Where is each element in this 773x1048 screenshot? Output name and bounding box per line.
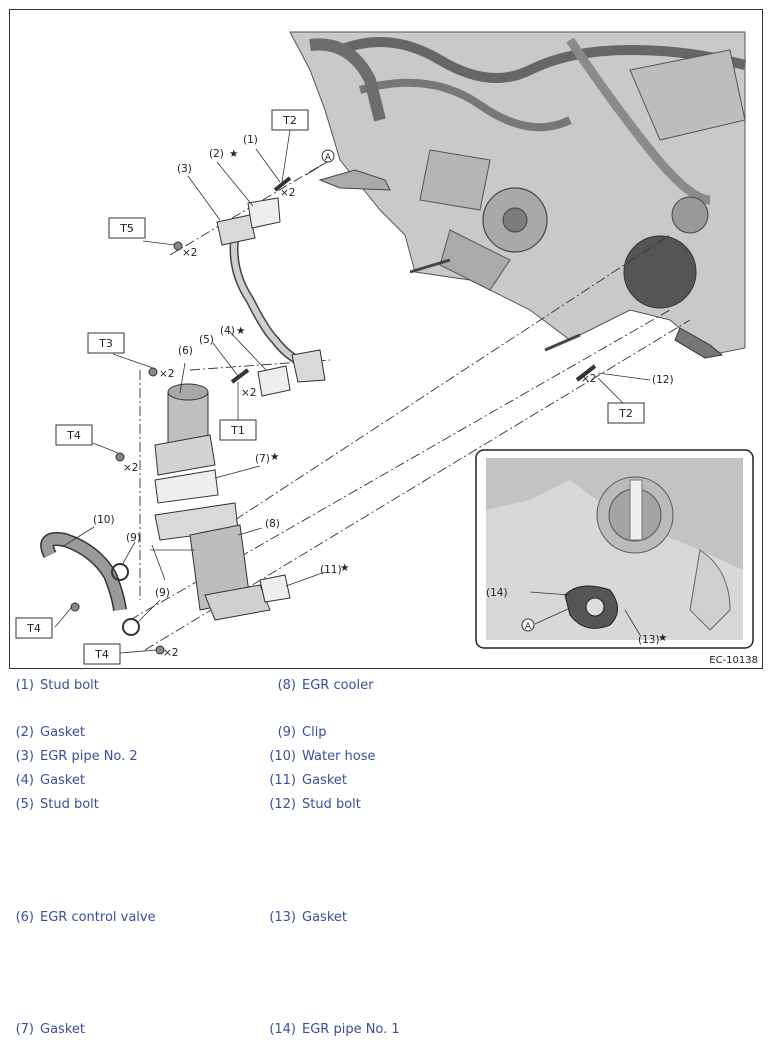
svg-text:T4: T4 (26, 622, 41, 635)
legend-item-7: (7)Gasket (15, 1022, 85, 1037)
callout-12: (12) (652, 374, 674, 386)
qty-x2-5: ×2 (241, 387, 256, 399)
legend-item-6: (6)EGR control valve (15, 910, 156, 925)
legend-item-13: (13)Gasket (269, 910, 347, 925)
leader-lines (54, 129, 651, 654)
torque-box-t5: T5 (108, 217, 146, 239)
qty-x2-1: ×2 (280, 187, 295, 199)
callout-8: (8) (265, 518, 280, 530)
legend-item-11: (11)Gasket (269, 773, 347, 788)
clip-9b (122, 618, 140, 636)
legend-item-10: (10)Water hose (269, 749, 376, 764)
qty-x2-t3: ×2 (159, 368, 174, 380)
torque-box-t4-left: T4 (55, 424, 93, 446)
legend-item-14: (14)EGR pipe No. 1 (269, 1022, 400, 1037)
star-7: ★ (270, 451, 279, 463)
legend-item-12: (12)Stud bolt (269, 797, 361, 812)
legend-item-5: (5)Stud bolt (15, 797, 99, 812)
torque-box-t4-bottom-left: T4 (15, 617, 53, 639)
legend-item-1: (1)Stud bolt (15, 678, 99, 693)
svg-text:T2: T2 (618, 407, 633, 420)
gasket-11 (259, 574, 291, 603)
torque-box-t2-top: T2 (271, 109, 309, 131)
callout-5: (5) (199, 334, 214, 346)
qty-x2-t5: ×2 (182, 247, 197, 259)
star-4: ★ (236, 325, 245, 337)
svg-text:T3: T3 (98, 337, 113, 350)
callout-9-upper: (9) (126, 532, 141, 544)
stud-bolt-5 (230, 368, 250, 384)
callout-14: (14) (486, 587, 508, 599)
svg-text:A: A (325, 153, 332, 163)
parts-diagram: T2 T5 T3 T4 T1 T2 T4 T4 (1) (2) ★ (3) (4… (15, 31, 754, 665)
exploded-view-figure: T2 T5 T3 T4 T1 T2 T4 T4 (1) (2) ★ (3) (4… (9, 9, 763, 669)
torque-box-t1: T1 (219, 419, 257, 441)
qty-x2-12: ×2 (581, 373, 596, 385)
stud-bolt-1 (273, 176, 292, 192)
svg-text:T4: T4 (94, 648, 109, 661)
gasket-2 (247, 197, 281, 229)
stud-bolt-12 (575, 364, 597, 382)
svg-text:T4: T4 (66, 429, 81, 442)
callout-11: (11) (320, 564, 342, 576)
gasket-4 (257, 365, 291, 397)
callout-7: (7) (255, 453, 270, 465)
star-13: ★ (658, 632, 667, 644)
reference-a-marker: A (321, 149, 335, 163)
callout-1: (1) (243, 134, 258, 146)
star-2: ★ (229, 148, 238, 160)
legend-item-8: (8)EGR cooler (277, 678, 374, 693)
callout-6: (6) (178, 345, 193, 357)
callout-3: (3) (177, 163, 192, 175)
inset-detail: (14) (13) ★ A (475, 449, 754, 649)
torque-box-t2-right: T2 (607, 402, 645, 424)
legend-item-3: (3)EGR pipe No. 2 (15, 749, 138, 764)
qty-x2-t4-bottom: ×2 (163, 647, 178, 659)
gasket-7 (154, 469, 219, 504)
svg-text:T2: T2 (282, 114, 297, 127)
figure-code: EC-10138 (709, 655, 758, 666)
egr-cooler (189, 524, 271, 621)
qty-x2-t4: ×2 (123, 462, 138, 474)
legend-item-2: (2)Gasket (15, 725, 85, 740)
bolts (70, 241, 183, 655)
callout-2: (2) (209, 148, 224, 160)
svg-text:A: A (525, 622, 532, 632)
parts-legend: (1)Stud bolt (2)Gasket (3)EGR pipe No. 2… (0, 675, 773, 1048)
torque-box-t4-bottom: T4 (83, 643, 121, 665)
callout-9-lower: (9) (155, 587, 170, 599)
egr-control-valve (154, 383, 216, 476)
star-11: ★ (340, 562, 349, 574)
legend-item-9: (9)Clip (277, 725, 327, 740)
torque-box-t3: T3 (87, 332, 125, 354)
svg-text:T1: T1 (230, 424, 245, 437)
legend-item-4: (4)Gasket (15, 773, 85, 788)
egr-pipe-no2 (216, 214, 326, 383)
svg-text:T5: T5 (119, 222, 134, 235)
engine-illustration (289, 31, 747, 359)
clip-9a (111, 563, 129, 581)
callout-13: (13) (638, 634, 660, 646)
callout-4: (4) (220, 325, 235, 337)
callout-10: (10) (93, 514, 115, 526)
